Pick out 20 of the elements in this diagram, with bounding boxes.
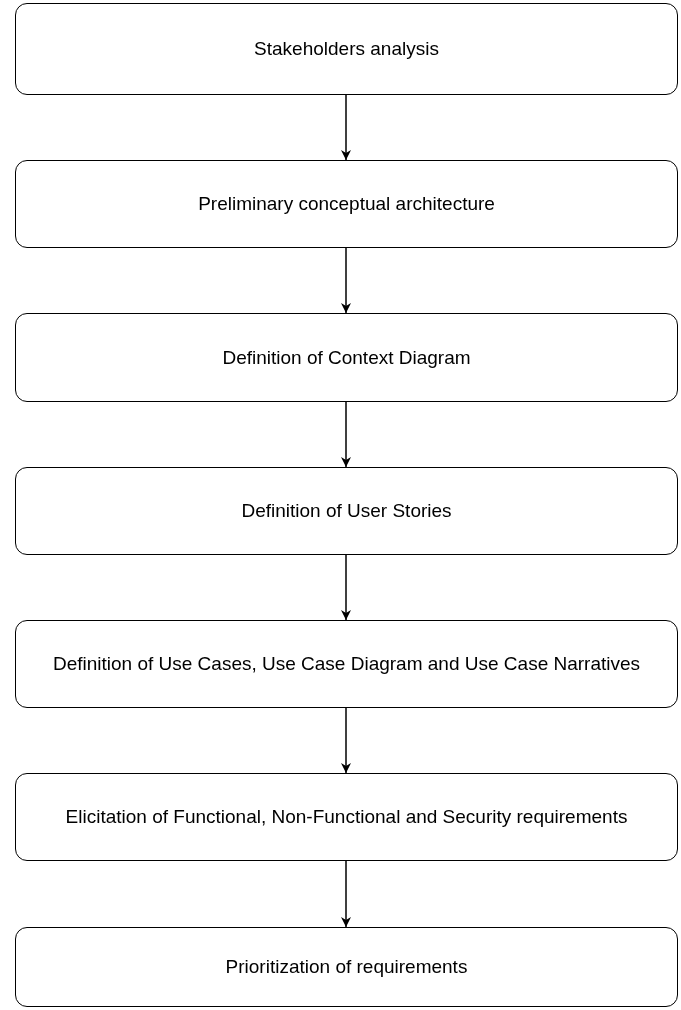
process-box [15, 160, 678, 248]
process-box [15, 467, 678, 555]
arrow [341, 94, 351, 161]
process-box [15, 773, 678, 861]
process-box [15, 620, 678, 708]
arrow [341, 554, 351, 621]
arrow [341, 860, 351, 928]
process-box [15, 313, 678, 402]
arrow [341, 707, 351, 774]
process-box [15, 927, 678, 1007]
step-label: Elicitation of Functional, Non-Functional and Security requirements [64, 805, 629, 830]
arrow [341, 247, 351, 314]
step-label: Definition of User Stories [240, 499, 453, 524]
step-label: Definition of Context Diagram [221, 345, 472, 370]
arrow [341, 401, 351, 468]
step-label: Prioritization of requirements [224, 955, 469, 980]
step-label: Definition of Use Cases, Use Case Diagram and Use Case Narratives [51, 652, 642, 677]
process-box [15, 3, 678, 95]
step-label: Preliminary conceptual architecture [197, 192, 496, 217]
step-label: Stakeholders analysis [253, 37, 440, 62]
